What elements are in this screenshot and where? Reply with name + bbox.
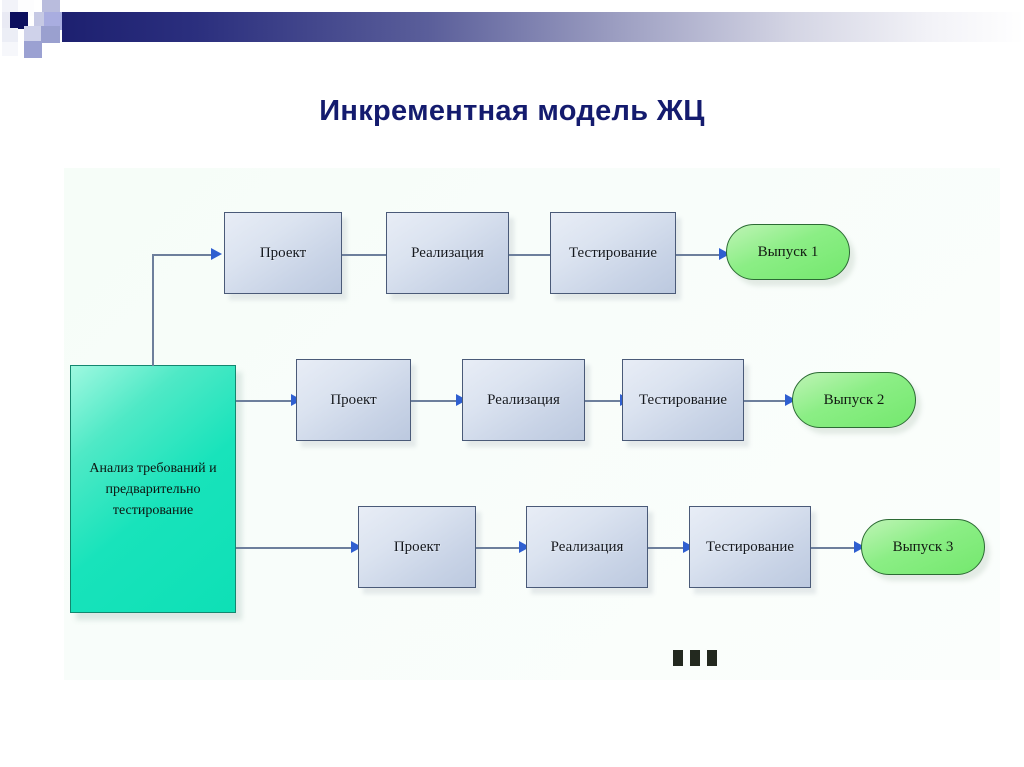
row3-arrowhead-test: [683, 541, 694, 553]
connector-horizontal-to-row3: [236, 547, 352, 549]
analysis-box-label: Анализ требований и предварительно тести…: [89, 460, 217, 518]
deco-square-8: [2, 28, 18, 44]
row2-step-design[interactable]: Проект: [296, 359, 411, 441]
row3-connector-design-to-impl: [476, 547, 520, 549]
deco-square-7: [44, 12, 62, 30]
row2-arrowhead-release: [785, 394, 796, 406]
row3-step-testing[interactable]: Тестирование: [689, 506, 811, 588]
deco-square-10: [41, 26, 60, 43]
analysis-requirements-box[interactable]: Анализ требований и предварительно тести…: [70, 365, 236, 613]
row3-connector-test-to-release: [811, 547, 855, 549]
ellipsis-dot-2: [690, 650, 700, 666]
connector-vertical-to-row1: [152, 254, 154, 366]
row3-step-testing-label: Тестирование: [705, 538, 795, 555]
row3-step-design-label: Проект: [393, 538, 441, 555]
row2-step-testing[interactable]: Тестирование: [622, 359, 744, 441]
arrowhead-into-row1-design: [211, 248, 222, 260]
connector-horizontal-to-row1: [152, 254, 212, 256]
row3-arrowhead-release: [854, 541, 865, 553]
connector-horizontal-to-row2: [236, 400, 292, 402]
increment-model-diagram: Анализ требований и предварительно тести…: [64, 168, 1000, 680]
deco-square-11: [2, 42, 18, 56]
row2-connector-design-to-impl: [411, 400, 457, 402]
row1-release-label: Выпуск 1: [757, 243, 819, 260]
row2-connector-test-to-release: [744, 400, 786, 402]
ellipsis-dot-1: [673, 650, 683, 666]
row3-arrowhead-impl: [519, 541, 530, 553]
continuation-ellipsis: [673, 650, 717, 666]
row1-arrowhead-release: [719, 248, 730, 260]
row3-release-label: Выпуск 3: [892, 538, 954, 555]
deco-square-5: [10, 12, 28, 29]
page-title: Инкрементная модель ЖЦ: [319, 95, 705, 127]
row2-connector-impl-to-test: [585, 400, 621, 402]
row1-connector-design-to-impl: [342, 254, 402, 256]
row2-release[interactable]: Выпуск 2: [792, 372, 916, 428]
deco-square-12: [24, 41, 42, 58]
row2-step-testing-label: Тестирование: [638, 391, 728, 408]
row3-step-implementation[interactable]: Реализация: [526, 506, 648, 588]
ellipsis-dot-3: [707, 650, 717, 666]
row2-arrowhead-impl: [456, 394, 467, 406]
row2-release-label: Выпуск 2: [823, 391, 885, 408]
row1-step-testing[interactable]: Тестирование: [550, 212, 676, 294]
row1-connector-test-to-release: [676, 254, 720, 256]
row1-step-design-label: Проект: [259, 244, 307, 261]
row1-step-implementation[interactable]: Реализация: [386, 212, 509, 294]
row1-step-testing-label: Тестирование: [568, 244, 658, 261]
row3-release[interactable]: Выпуск 3: [861, 519, 985, 575]
deco-square-3: [42, 0, 60, 12]
row3-step-design[interactable]: Проект: [358, 506, 476, 588]
row3-connector-impl-to-test: [648, 547, 684, 549]
row1-step-implementation-label: Реализация: [411, 244, 484, 261]
row1-connector-impl-to-test: [509, 254, 553, 256]
arrowhead-into-row3-design: [351, 541, 362, 553]
row1-release[interactable]: Выпуск 1: [726, 224, 850, 280]
row1-step-design[interactable]: Проект: [224, 212, 342, 294]
row3-step-implementation-label: Реализация: [550, 538, 624, 555]
row2-step-implementation-label: Реализация: [487, 391, 560, 408]
deco-square-9: [24, 26, 42, 43]
row2-step-implementation[interactable]: Реализация: [462, 359, 585, 441]
row2-step-design-label: Проект: [330, 391, 377, 408]
header-accent-band: [62, 12, 1024, 42]
